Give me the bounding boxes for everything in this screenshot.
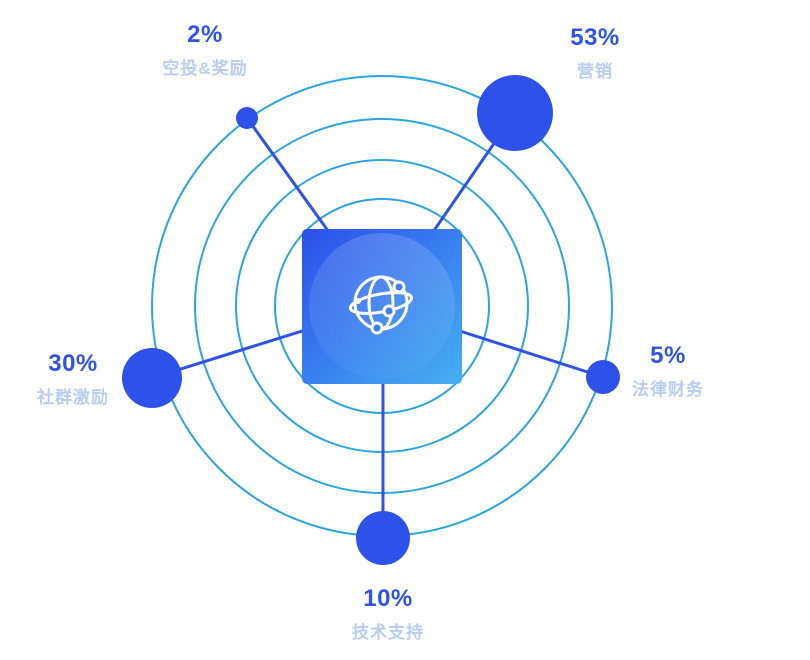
bubble-airdrop bbox=[236, 107, 258, 129]
globe-node-left-dot bbox=[355, 298, 361, 304]
value-bubbles bbox=[122, 75, 620, 565]
bubble-tech bbox=[356, 511, 410, 565]
bubble-community bbox=[122, 348, 182, 408]
globe-node-top-right bbox=[392, 280, 406, 294]
bubble-marketing bbox=[477, 75, 553, 151]
bubble-legal bbox=[586, 360, 620, 394]
center-card bbox=[302, 229, 462, 384]
globe-node-bottom bbox=[370, 321, 384, 335]
globe-node-center bbox=[382, 304, 396, 318]
globe-network-icon bbox=[348, 275, 414, 335]
center-highlight-circle bbox=[309, 233, 455, 379]
